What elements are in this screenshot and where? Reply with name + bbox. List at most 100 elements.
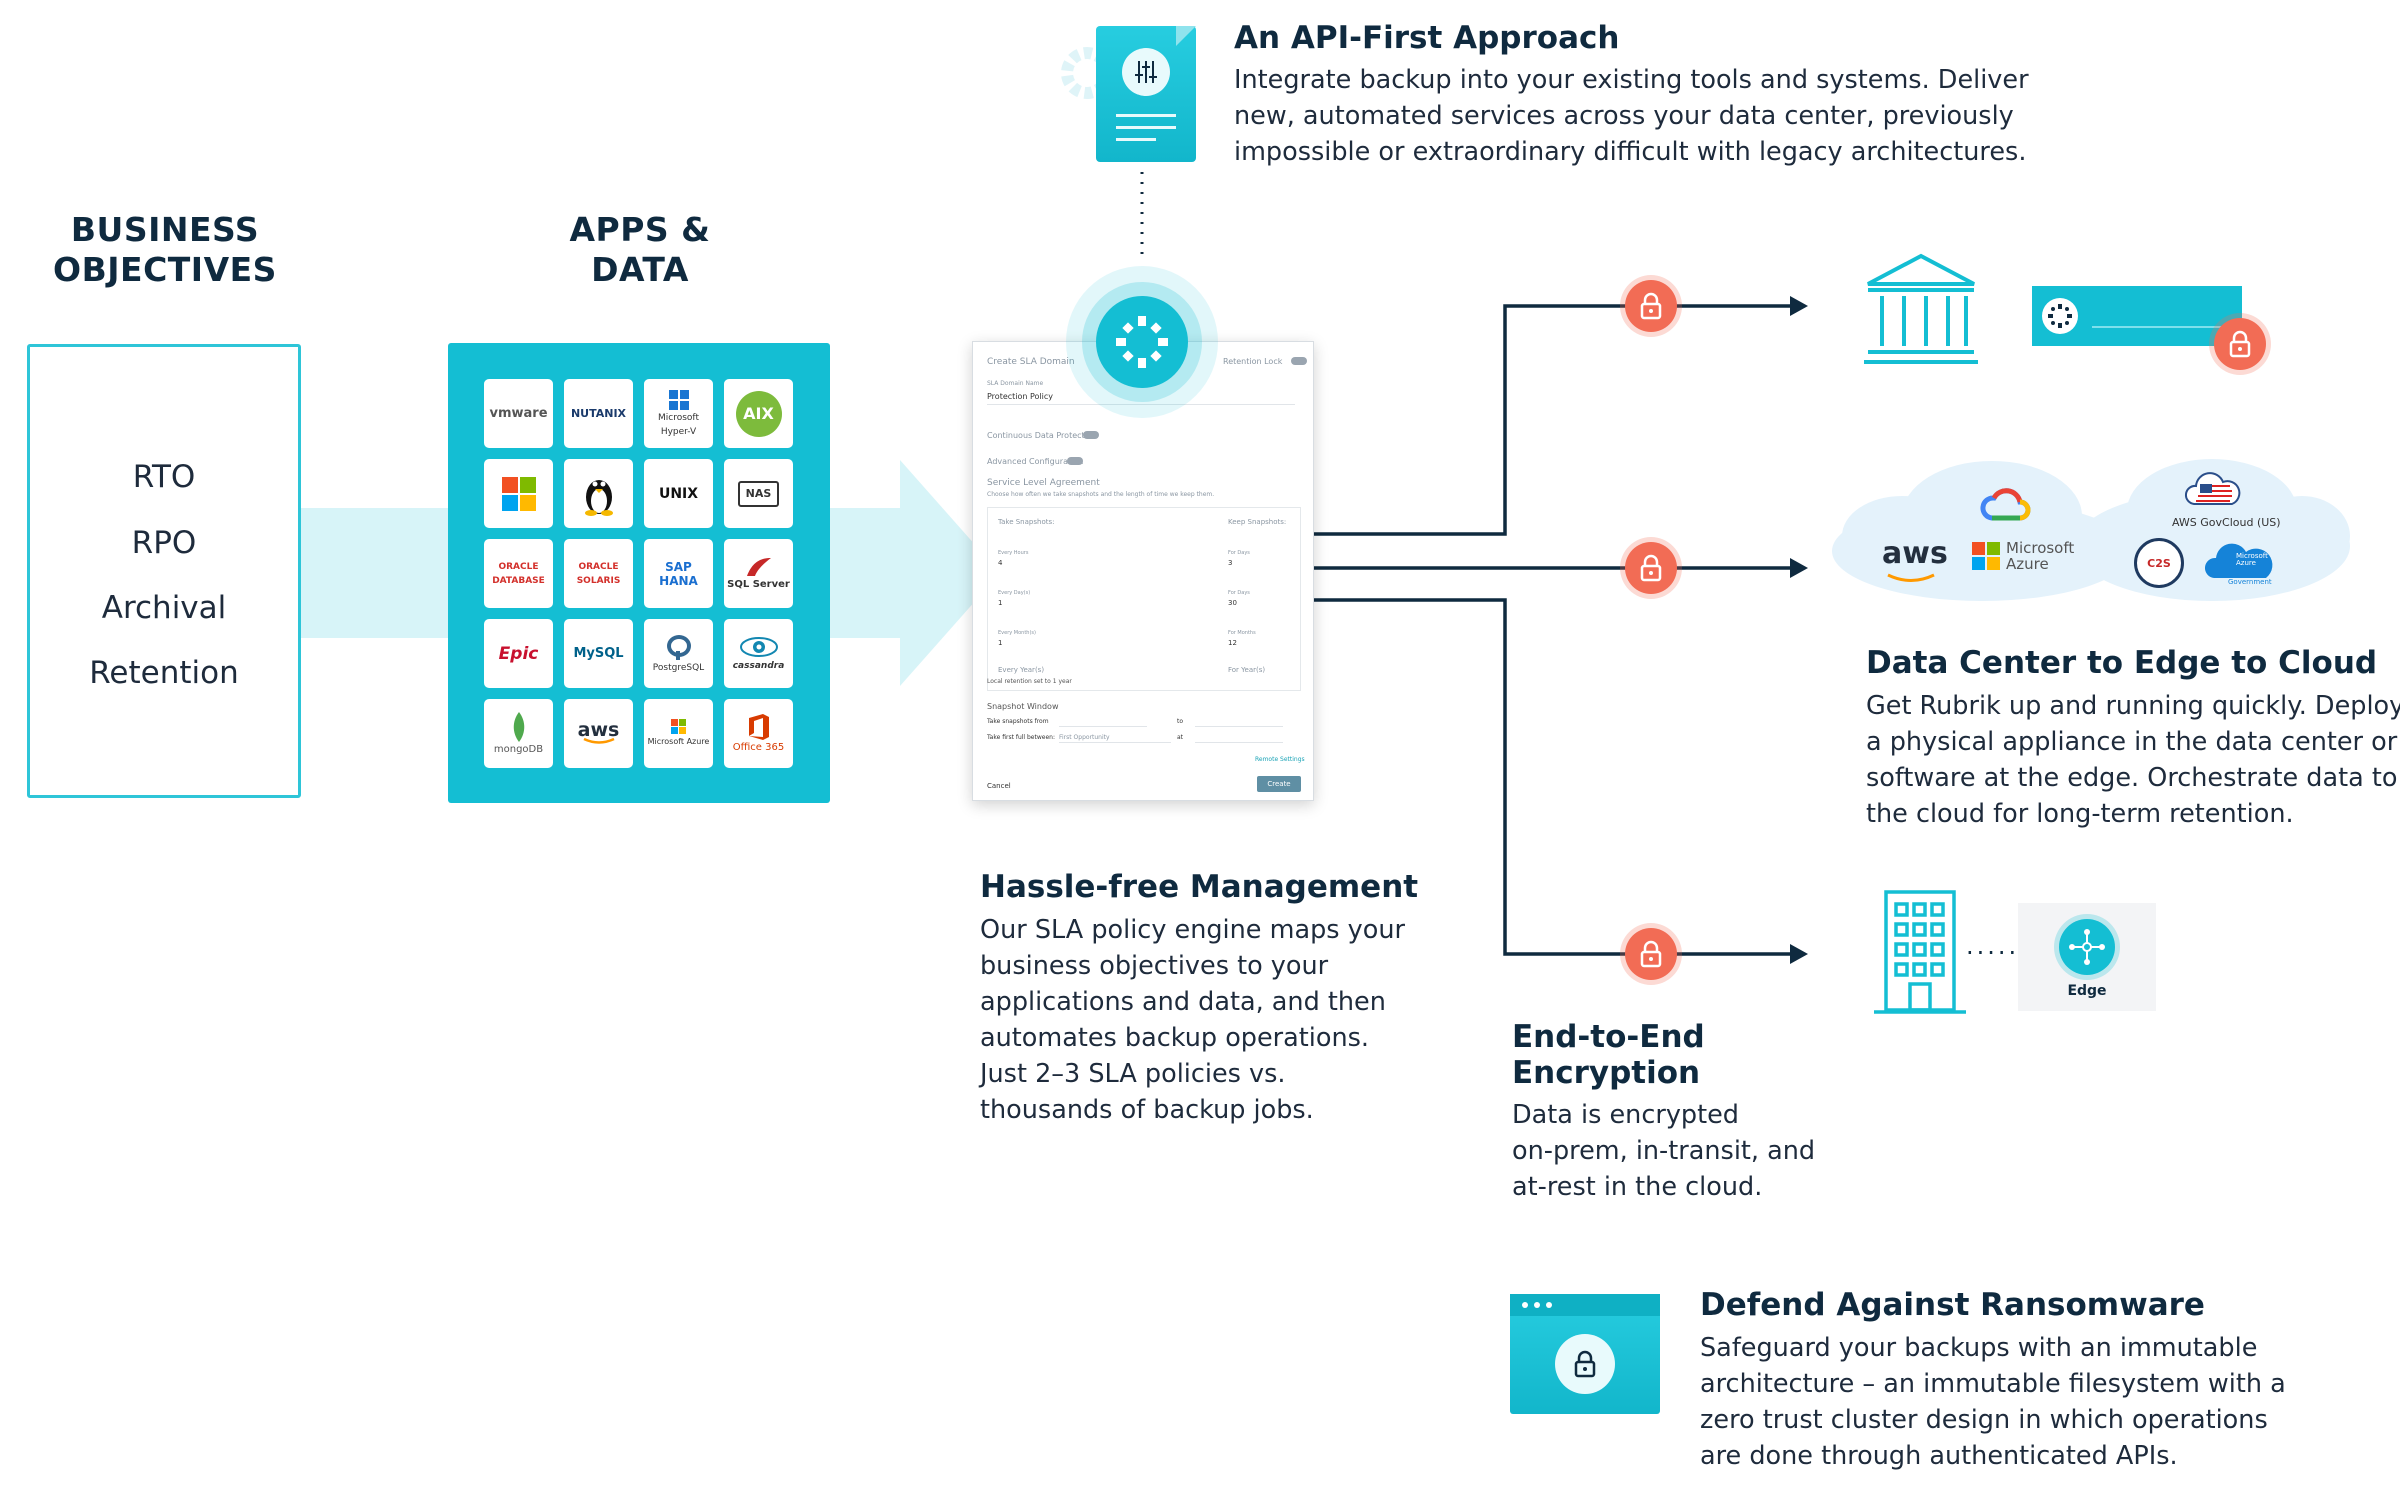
sla-domain-form: Create SLA Domain Retention Lock SLA Dom… xyxy=(972,341,1314,801)
cancel-button[interactable]: Cancel xyxy=(987,782,1011,790)
data-center-body: Get Rubrik up and running quickly. Deplo… xyxy=(1866,688,2400,832)
tile-vmware: vmware xyxy=(484,379,553,448)
tile-label: Microsoft Azure xyxy=(647,736,710,746)
edge-dots: ..... xyxy=(1966,932,2020,960)
tile-unix: UNIX xyxy=(644,459,713,528)
document-sliders-icon xyxy=(1096,26,1196,162)
microsoft-logo-icon xyxy=(1972,542,2000,574)
microsoft-logo-icon xyxy=(501,476,536,511)
encryption-body: Data is encrypted on-prem, in-transit, a… xyxy=(1512,1097,1815,1205)
tile-label: ORACLE SOLARIS xyxy=(576,561,621,586)
api-first-title: An API-First Approach xyxy=(1234,20,1620,56)
rubrik-appliance-icon xyxy=(2032,286,2242,346)
row-right-value[interactable]: 12 xyxy=(1228,639,1237,647)
objectives-box: RTO RPO Archival Retention xyxy=(27,344,301,798)
tile-postgresql: PostgreSQL xyxy=(644,619,713,688)
row-right-label: For Days xyxy=(1228,590,1250,596)
row-left-label: Every Year(s) xyxy=(998,666,1045,674)
tile-microsoft-azure: Microsoft Azure xyxy=(644,699,713,768)
aix-badge: AIX xyxy=(735,390,782,437)
rubrik-logo-icon xyxy=(1096,296,1188,388)
tile-label: mongoDB xyxy=(493,743,544,755)
at-label: at xyxy=(1177,734,1184,741)
hassle-free-line: Our SLA policy engine maps your xyxy=(980,915,1405,945)
azure-gov-line: Microsoft xyxy=(2236,552,2268,560)
hassle-free-line: business objectives to your xyxy=(980,951,1329,981)
row-left-value[interactable]: 1 xyxy=(998,639,1003,647)
local-retention-note: Local retention set to 1 year xyxy=(987,678,1072,685)
first-opportunity-select[interactable]: First Opportunity xyxy=(1059,734,1110,741)
time-input-at[interactable] xyxy=(1195,742,1283,743)
sla-form-title: Create SLA Domain xyxy=(987,357,1075,367)
edge-appliance: Edge xyxy=(2018,903,2156,1011)
time-input-from[interactable] xyxy=(1059,726,1147,727)
doc-line xyxy=(1116,126,1176,129)
ransomware-line: are done through authenticated APIs. xyxy=(1700,1441,2178,1471)
objective-rpo: RPO xyxy=(131,525,197,561)
data-center-line: Get Rubrik up and running quickly. Deplo… xyxy=(1866,691,2400,721)
edge-label: Edge xyxy=(2067,983,2107,999)
ransomware-line: Safeguard your backups with an immutable xyxy=(1700,1333,2258,1363)
encryption-title-line: Encryption xyxy=(1512,1055,1701,1091)
tile-label: SQL Server xyxy=(727,578,790,590)
cdp-toggle[interactable] xyxy=(1083,431,1099,439)
row-right-label: For Year(s) xyxy=(1228,666,1266,674)
encryption-line: at-rest in the cloud. xyxy=(1512,1172,1763,1202)
retention-lock-toggle[interactable] xyxy=(1291,357,1307,365)
tile-cassandra: cassandra xyxy=(724,619,793,688)
microsoft-azure-line: Azure xyxy=(2006,555,2049,573)
encryption-title-line: End-to-End xyxy=(1512,1019,1705,1055)
apps-grid: vmware NUTANIX Microsoft Hyper-V AIX UNI… xyxy=(448,343,830,803)
tile-office365: Office 365 xyxy=(724,699,793,768)
azure-gov-line: Azure xyxy=(2236,559,2256,567)
business-objectives-title-line1: BUSINESS xyxy=(70,210,260,249)
tile-aws: aws xyxy=(564,699,633,768)
business-objectives-title: BUSINESS OBJECTIVES xyxy=(30,210,300,290)
sql-server-icon xyxy=(746,557,771,576)
window-dot xyxy=(1546,1302,1552,1308)
tile-epic: Epic xyxy=(484,619,553,688)
bank-building-icon xyxy=(1862,252,1980,370)
row-right-label: For Months xyxy=(1228,630,1256,636)
api-first-body: Integrate backup into your existing tool… xyxy=(1234,62,2029,170)
browser-lock-icon xyxy=(1510,1294,1660,1414)
remote-settings-link[interactable]: Remote Settings xyxy=(1255,756,1305,763)
aws-smile-icon xyxy=(1886,570,1936,589)
objective-retention: Retention xyxy=(89,655,239,691)
doc-line xyxy=(1116,114,1176,117)
advanced-config-toggle[interactable] xyxy=(1067,457,1083,465)
time-input-to[interactable] xyxy=(1195,726,1283,727)
sla-name-input[interactable]: Protection Policy xyxy=(987,392,1054,401)
arrow-cloud xyxy=(1790,558,1808,578)
row-left-value[interactable]: 1 xyxy=(998,599,1003,607)
office-building-icon xyxy=(1872,888,1968,1020)
encryption-line: on-prem, in-transit, and xyxy=(1512,1136,1816,1166)
create-button[interactable]: Create xyxy=(1257,776,1301,792)
row-left-value[interactable]: 4 xyxy=(998,559,1003,567)
google-cloud-icon xyxy=(1980,484,2032,528)
sla-section-title: Service Level Agreement xyxy=(987,478,1100,488)
hassle-free-body: Our SLA policy engine maps your business… xyxy=(980,912,1405,1128)
window-dot xyxy=(1522,1302,1528,1308)
tile-windows xyxy=(484,459,553,528)
aws-label: aws xyxy=(1882,536,1948,571)
tile-label: ORACLE DATABASE xyxy=(492,561,545,586)
ransomware-body: Safeguard your backups with an immutable… xyxy=(1700,1330,2286,1474)
to-label: to xyxy=(1177,718,1184,725)
row-right-value[interactable]: 30 xyxy=(1228,599,1237,607)
appliance-line xyxy=(2092,326,2232,328)
hassle-free-line: Just 2–3 SLA policies vs. xyxy=(980,1059,1286,1089)
row-left-label: Every Month(s) xyxy=(998,630,1036,636)
api-first-line: new, automated services across your data… xyxy=(1234,101,2014,131)
c2s-badge: C2S xyxy=(2134,538,2184,588)
doc-line xyxy=(1116,138,1156,141)
wire-datacenter xyxy=(1312,304,1790,536)
snapshots-from-label: Take snapshots from xyxy=(987,718,1049,725)
cloud-providers: aws Microsoft Azure AWS GovCloud (US) C2… xyxy=(1832,456,2351,606)
data-center-title: Data Center to Edge to Cloud xyxy=(1866,645,2378,681)
row-left-label: Every Day(s) xyxy=(998,590,1031,596)
snapshot-window-title: Snapshot Window xyxy=(987,702,1059,711)
take-snapshots-header: Take Snapshots: xyxy=(998,518,1055,526)
row-right-value[interactable]: 3 xyxy=(1228,559,1233,567)
tile-label: MySQL xyxy=(573,645,624,661)
